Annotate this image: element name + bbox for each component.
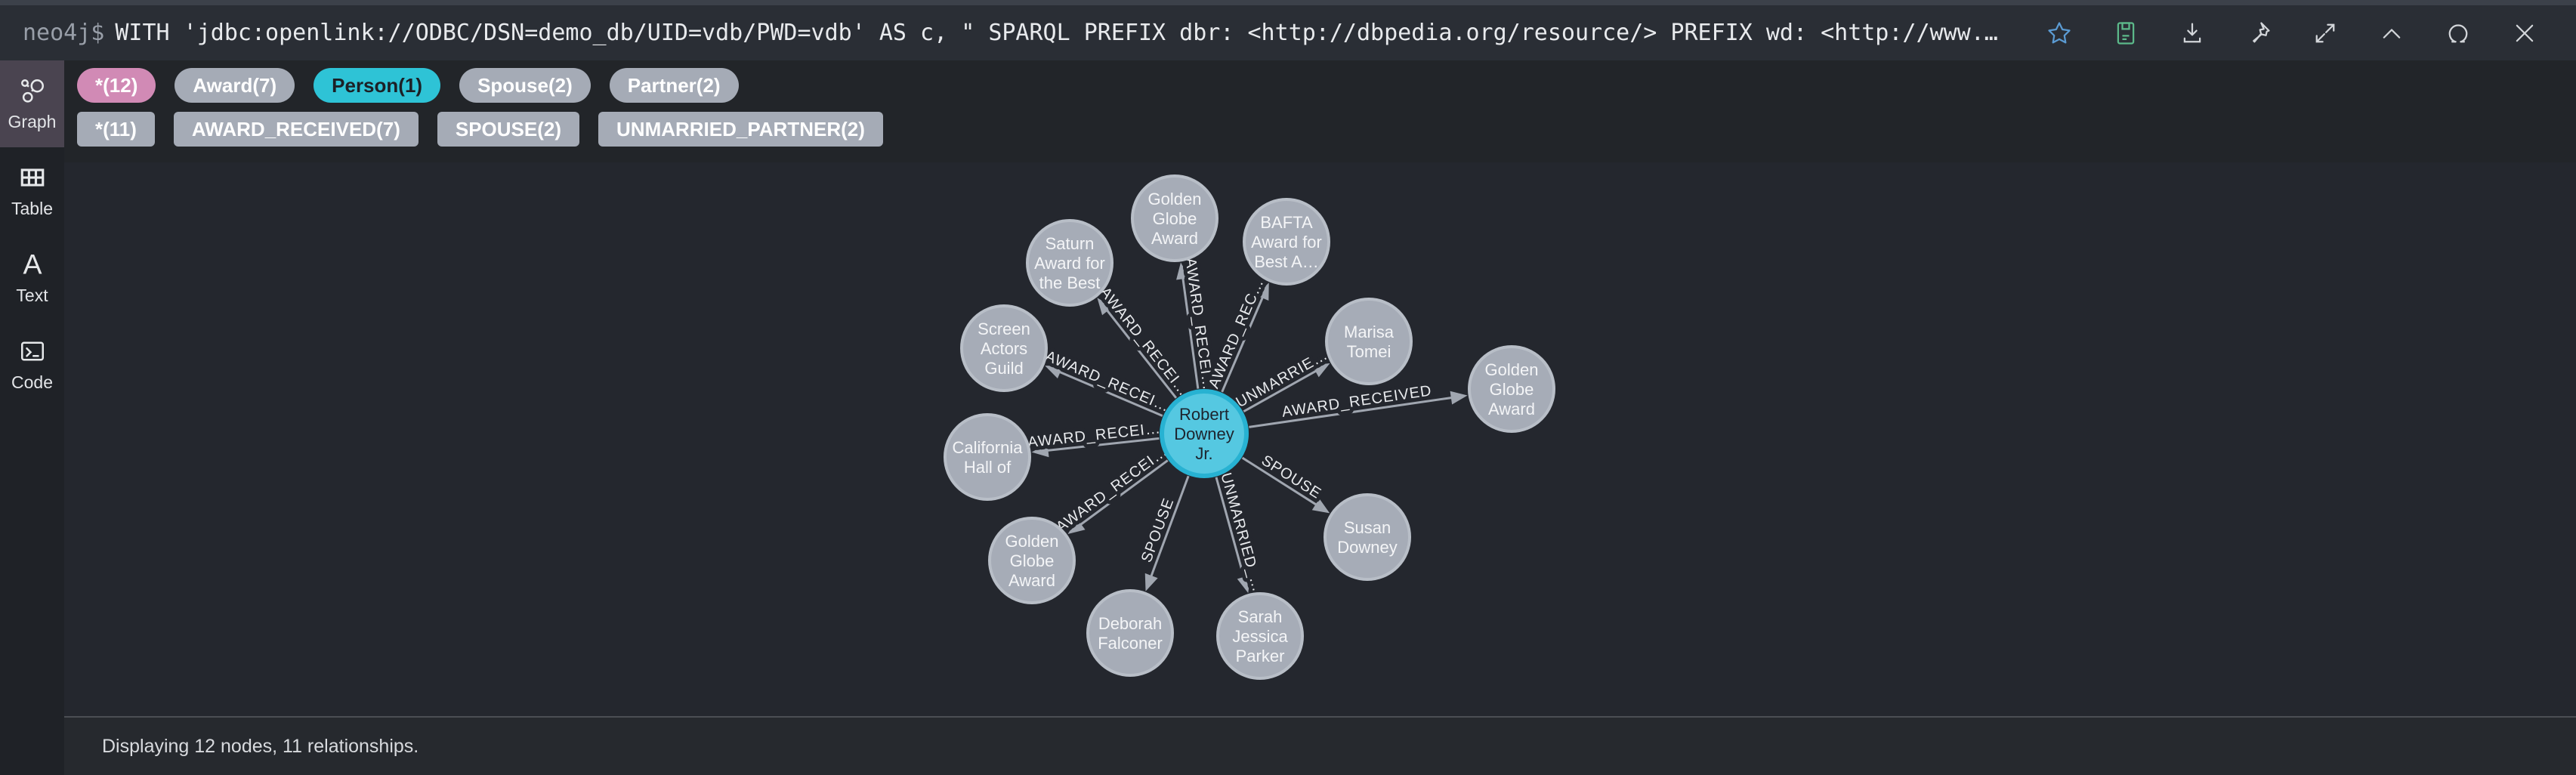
save-script-icon — [2117, 21, 2135, 45]
relationship-arrowhead — [1311, 499, 1330, 514]
node-label-filter-pill[interactable]: Person(1) — [314, 68, 441, 103]
prompt-label: neo4j$ — [23, 20, 105, 46]
svg-text:A: A — [23, 249, 42, 279]
node-label-pills: *(12) Award(7) Person(1) Spouse(2) Partner(2… — [77, 68, 739, 103]
download-button[interactable] — [2176, 17, 2209, 50]
graph-relationship[interactable]: UNMARRIED_… — [1213, 467, 1270, 597]
collapse-icon — [2383, 28, 2401, 39]
pin-icon — [2253, 21, 2270, 42]
expand-button[interactable] — [2309, 17, 2342, 50]
relationship-type-pills: *(11) AWARD_RECEIVED(7) SPOUSE(2) UNMARRIED… — [77, 112, 883, 147]
node-label-filter-pill[interactable]: *(12) — [77, 68, 156, 103]
code-icon — [20, 341, 44, 361]
sidebar-tab-text[interactable]: A Text — [0, 234, 64, 321]
query-text: WITH 'jdbc:openlink://ODBC/DSN=demo_db/U… — [115, 20, 1998, 46]
frame-action-buttons — [2028, 17, 2576, 50]
download-icon — [2183, 23, 2201, 42]
relationship-type-label: AWARD_RECEIVED — [1280, 382, 1432, 421]
cypher-editor[interactable]: neo4j$ WITH 'jdbc:openlink://ODBC/DSN=dem… — [0, 20, 2028, 46]
favorite-star-button[interactable] — [2043, 17, 2076, 50]
relationship-arrowhead — [1144, 573, 1158, 591]
relationship-type-label: UNMARRIED_… — [1217, 471, 1266, 594]
relationship-arrowhead — [1097, 298, 1113, 316]
relationship-arrowhead — [1311, 363, 1330, 378]
sidebar-tab-code[interactable]: Code — [0, 321, 64, 408]
sidebar-tab-label: Code — [11, 372, 53, 392]
sidebar-tab-table[interactable]: Table — [0, 147, 64, 234]
text-icon: A — [23, 249, 42, 279]
graph-visualization[interactable]: AWARD_RECEI…AWARD_REC…AWARD_RECEI…AWARD_… — [64, 162, 2576, 716]
relationship-arrowhead — [1450, 391, 1468, 405]
relationship-type-filter-pill[interactable]: AWARD_RECEIVED(7) — [173, 112, 419, 147]
relationship-type-label: SPOUSE — [1138, 496, 1178, 564]
node-label-filter-pill[interactable]: Award(7) — [175, 68, 295, 103]
sidebar-tab-label: Table — [11, 199, 53, 218]
graph-relationship[interactable]: AWARD_RECEI… — [1023, 416, 1166, 458]
table-icon — [20, 168, 44, 187]
favorite-star-icon — [2048, 21, 2071, 43]
expand-icon — [2315, 23, 2335, 42]
status-bar: Displaying 12 nodes, 11 relationships. — [64, 716, 2576, 775]
relationship-arrowhead — [1045, 366, 1064, 379]
close-icon — [2516, 24, 2534, 42]
close-button[interactable] — [2508, 17, 2541, 50]
sidebar-tab-graph[interactable]: Graph — [0, 60, 64, 147]
sidebar-tab-label: Graph — [8, 112, 57, 131]
relationship-arrowhead — [1067, 518, 1086, 535]
relationship-arrowhead — [1031, 443, 1049, 458]
relationship-type-filter-pill[interactable]: *(11) — [77, 112, 155, 147]
node-label-filter-pill[interactable]: Spouse(2) — [459, 68, 591, 103]
relationship-type-filter-pill[interactable]: SPOUSE(2) — [437, 112, 580, 147]
status-message: Displaying 12 nodes, 11 relationships. — [102, 735, 419, 757]
command-bar: neo4j$ WITH 'jdbc:openlink://ODBC/DSN=dem… — [0, 0, 2576, 60]
save-script-button[interactable] — [2109, 17, 2142, 50]
graph-icon — [20, 79, 44, 103]
collapse-button[interactable] — [2375, 17, 2408, 50]
graph-relationship[interactable]: SPOUSE — [1241, 449, 1330, 514]
sidebar-tab-label: Text — [16, 286, 48, 305]
graph-relationship[interactable]: AWARD_REC… — [1202, 272, 1271, 394]
relationship-type-label: AWARD_REC… — [1206, 276, 1268, 391]
node-label-filter-pill[interactable]: Partner(2) — [609, 68, 739, 103]
graph-relationship[interactable]: SPOUSE — [1135, 475, 1190, 591]
rerun-icon — [2448, 23, 2468, 42]
relationship-type-filter-pill[interactable]: UNMARRIED_PARTNER(2) — [598, 112, 883, 147]
relationship-arrowhead — [1176, 262, 1190, 280]
relationship-arrowhead — [1237, 575, 1251, 594]
pin-button[interactable] — [2242, 17, 2275, 50]
graph-filters-header: *(12) Award(7) Person(1) Spouse(2) Partner(2… — [64, 60, 2576, 162]
relationship-arrowhead — [1256, 283, 1269, 301]
rerun-button[interactable] — [2442, 17, 2475, 50]
relationship-type-label: SPOUSE — [1259, 452, 1324, 502]
